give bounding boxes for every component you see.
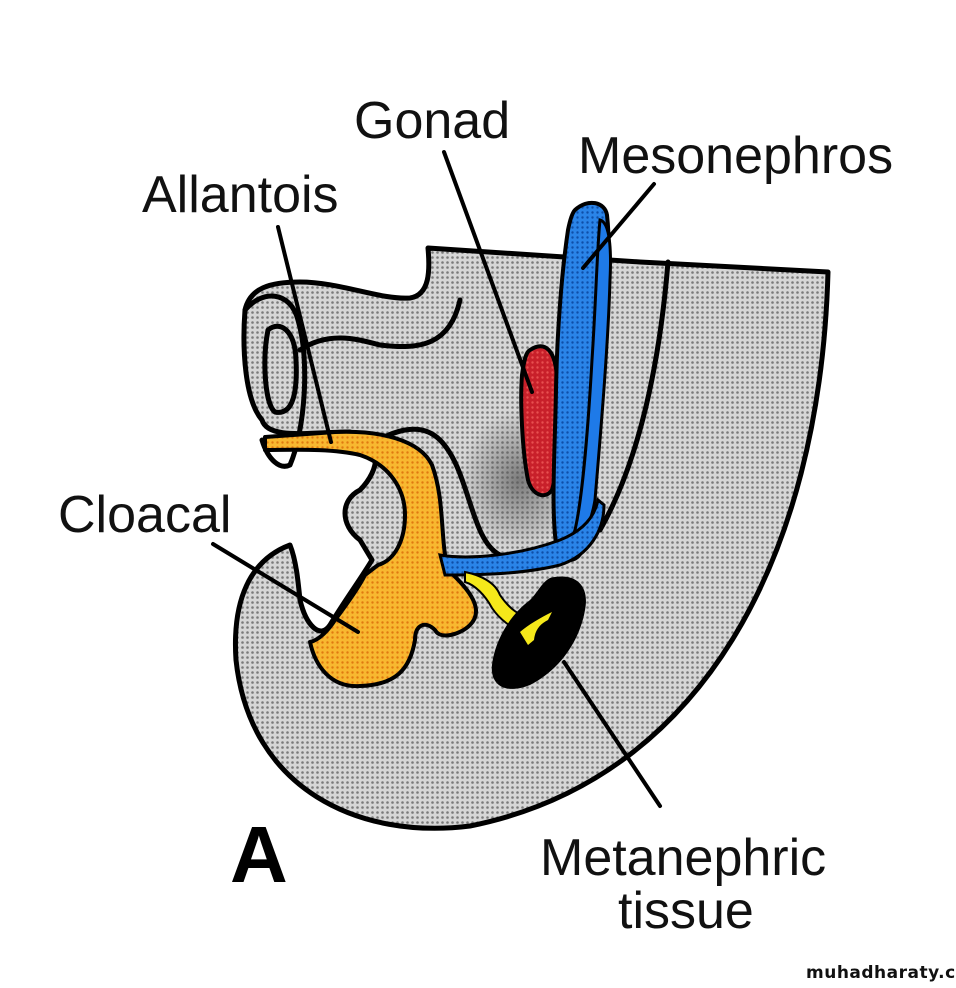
mesonephric-duct <box>437 497 606 577</box>
mesonephros-label: Mesonephros <box>578 127 893 185</box>
gonad-label: Gonad <box>354 92 510 150</box>
mesonephros-leader-line <box>581 182 656 270</box>
cloaca <box>263 429 478 689</box>
panel-letter: A <box>230 810 288 899</box>
allantois-tube <box>242 293 463 469</box>
cloacal-leader-line <box>211 542 360 634</box>
metanephric-label-line1: Metanephric <box>540 829 826 887</box>
metanephric-label-line2: tissue <box>618 882 754 940</box>
metanephric-tissue <box>491 576 586 689</box>
cloacal-label: Cloacal <box>58 486 231 544</box>
gonad-leader-line <box>442 150 534 394</box>
watermark: muhadharaty.com <box>806 963 956 983</box>
allantois-leader-line <box>276 225 333 444</box>
metanephric-leader-line <box>562 660 662 808</box>
allantois-label: Allantois <box>142 166 339 224</box>
